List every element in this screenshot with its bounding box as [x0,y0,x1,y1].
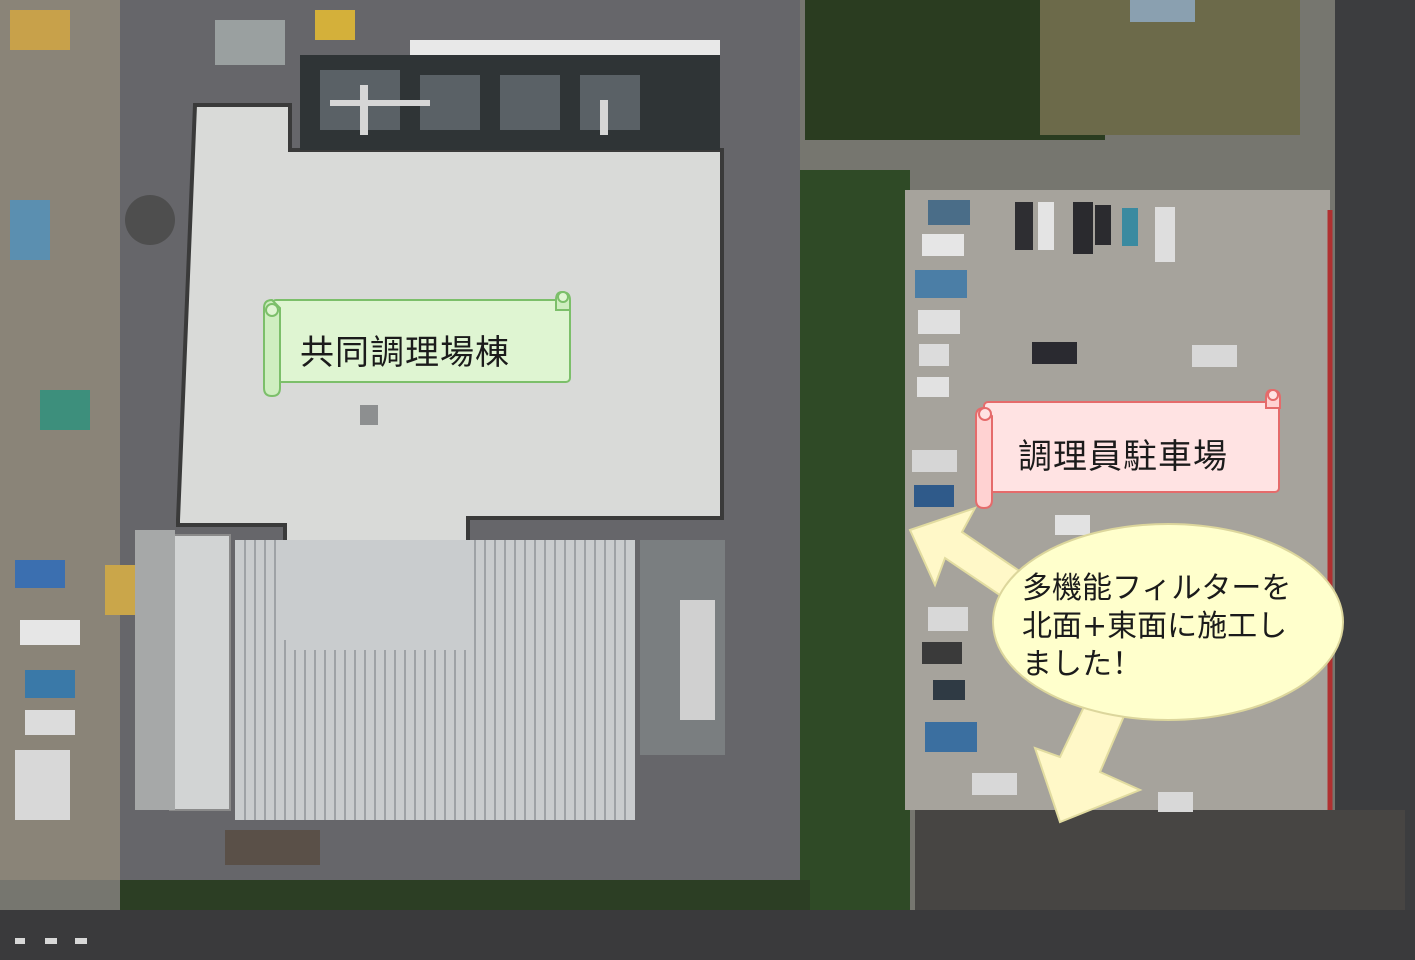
lower-lot [915,810,1405,910]
callout-line: 北面+東面に施工し [1022,609,1288,644]
parked-cars [912,200,1237,812]
road-right [1335,0,1415,960]
road-markings [15,938,87,944]
roof-skylights [169,534,231,811]
callout-line: 多機能フィルターを [1022,571,1292,606]
callout-text: 多機能フィルターを 北面+東面に施工し ました！ [1022,570,1322,684]
building-label: 共同調理場棟 [300,333,510,373]
west-annex [135,530,175,810]
building-scroll-banner [263,290,571,398]
parking-scroll-banner [975,388,1281,510]
callout-bubble [992,523,1344,721]
parking-label: 調理員駐車場 [1018,437,1228,477]
hedge [800,170,910,910]
hedge-bottom [120,880,810,910]
construction-equipment [10,10,355,865]
roof-ribs [244,540,626,820]
lawn-top [1040,0,1300,135]
callout-line: ました！ [1022,647,1142,682]
road-bottom [0,910,1415,960]
